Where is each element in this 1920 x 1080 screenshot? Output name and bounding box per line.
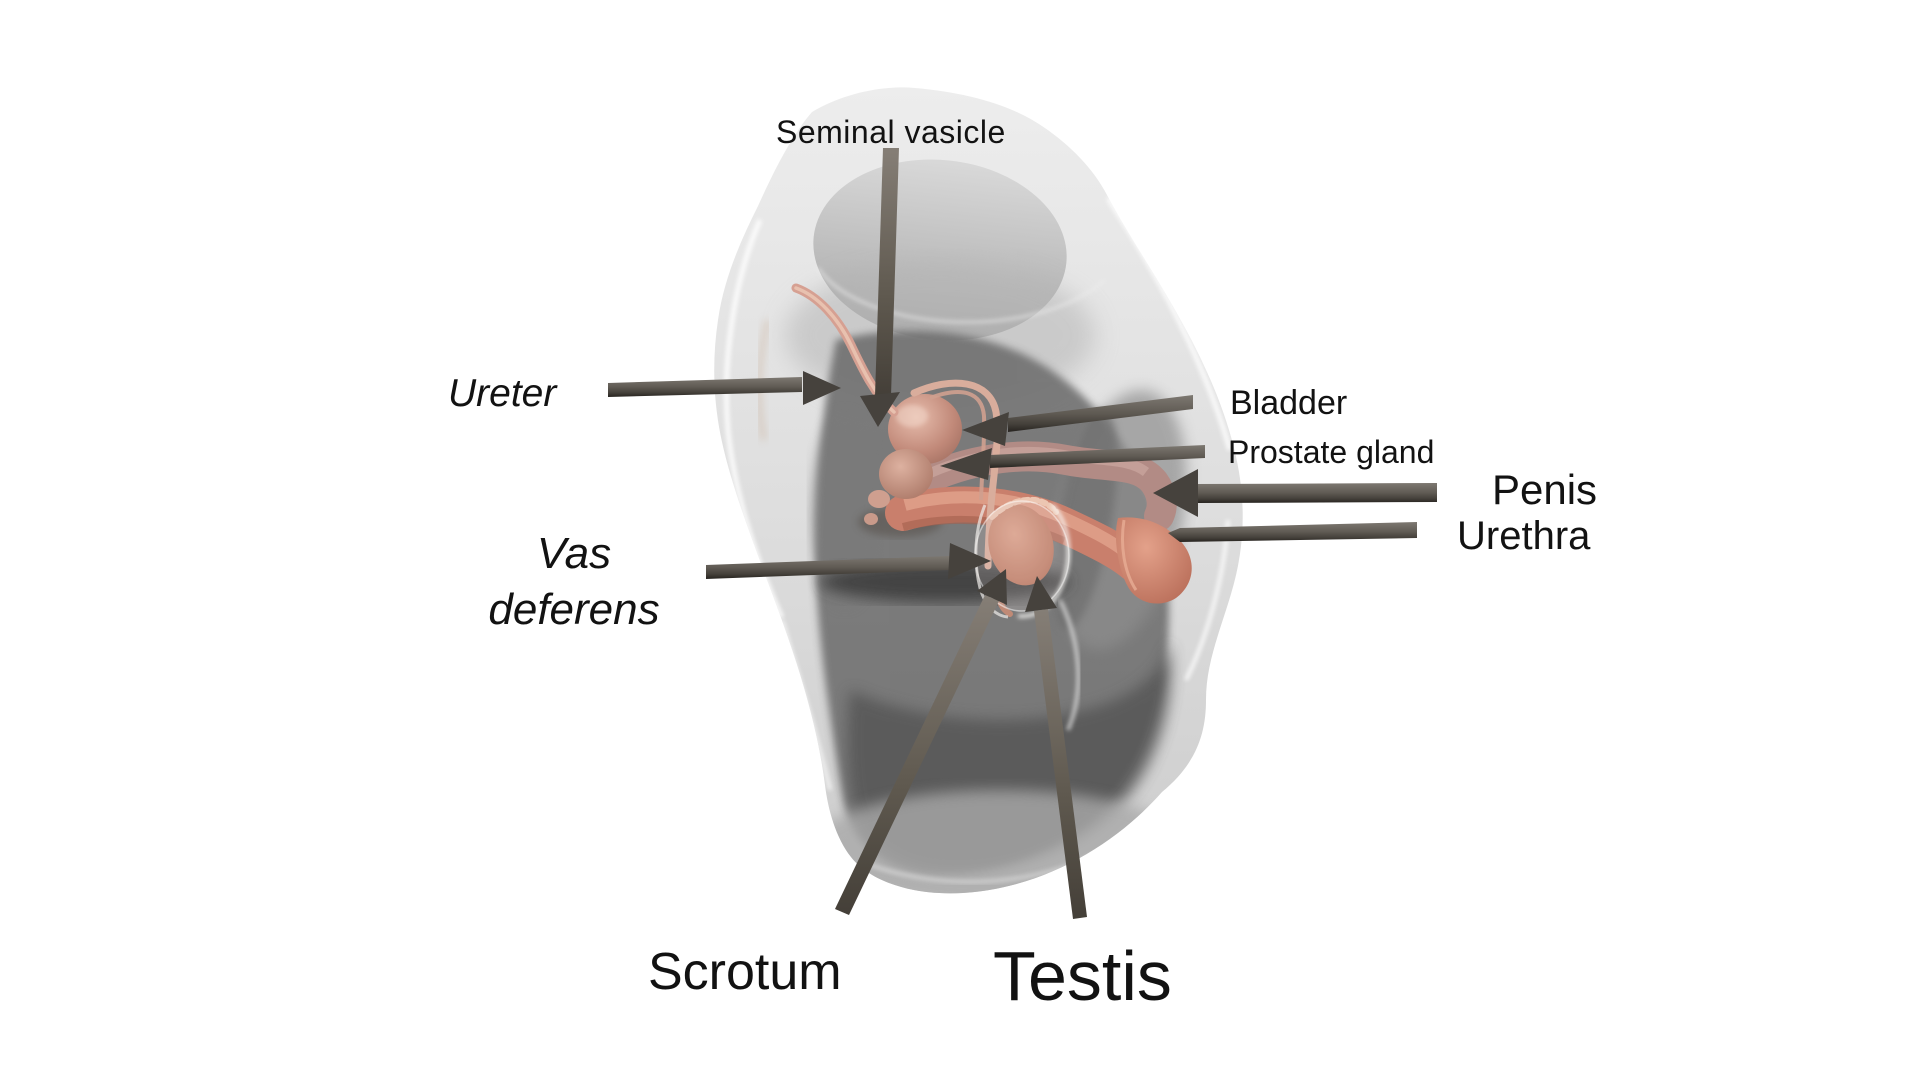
edge-highlight-perineum <box>1058 599 1081 731</box>
label-ureter: Ureter <box>448 372 557 415</box>
bladder-highlight <box>896 405 928 427</box>
pointer-arrows <box>608 148 1437 919</box>
gland-nodule <box>864 513 878 525</box>
testis-arrow-shaft <box>1034 609 1087 919</box>
epididymis-crest <box>989 496 1059 520</box>
prostate-gland <box>868 490 890 508</box>
urethra-arrow-shaft <box>1168 522 1417 542</box>
label-bladder: Bladder <box>1230 384 1348 422</box>
penis-arrow-shaft <box>1197 483 1437 503</box>
bladder-arrow-head <box>962 412 1009 446</box>
penis-glans-ridge <box>1121 519 1138 591</box>
scrotum-skin-fold <box>974 504 1009 619</box>
vas-deferens-arrow-head <box>948 543 991 579</box>
label-vas-deferens-line2: deferens <box>488 585 660 635</box>
label-vas-deferens-line1: Vas <box>536 529 612 578</box>
scrotum-arrow-head <box>977 569 1007 605</box>
bladder-arrow-shaft <box>1008 395 1193 432</box>
testis-arrow-head <box>1025 576 1057 612</box>
inner-left-shade <box>813 415 877 605</box>
vas-deferens-arrow-shaft <box>706 556 950 579</box>
testis <box>988 504 1054 586</box>
label-vas-deferens: Vas deferens <box>448 526 700 639</box>
label-urethra: Urethra <box>1457 514 1591 558</box>
seminal-vesicle-arrow-head <box>860 392 900 427</box>
scrotum-arrow-shaft <box>835 595 999 915</box>
label-prostate-gland: Prostate gland <box>1228 434 1435 470</box>
prostate-arrow-shaft <box>990 445 1205 468</box>
label-penis: Penis <box>1492 466 1598 513</box>
ureter-arrow-head <box>803 371 841 405</box>
ureter-arrow-shaft <box>608 377 802 397</box>
seminal-vesicle <box>879 449 933 499</box>
penis-arrow-head <box>1153 469 1198 517</box>
cut-rim-highlight <box>816 267 1106 324</box>
label-seminal-vesicle: Seminal vasicle <box>776 114 1006 150</box>
label-scrotum: Scrotum <box>648 943 842 1001</box>
seminal-vesicle-arrow-shaft <box>875 148 899 396</box>
label-testis: Testis <box>993 937 1172 1015</box>
penis-glans <box>1115 517 1192 604</box>
prostate-arrow-head <box>940 448 992 480</box>
